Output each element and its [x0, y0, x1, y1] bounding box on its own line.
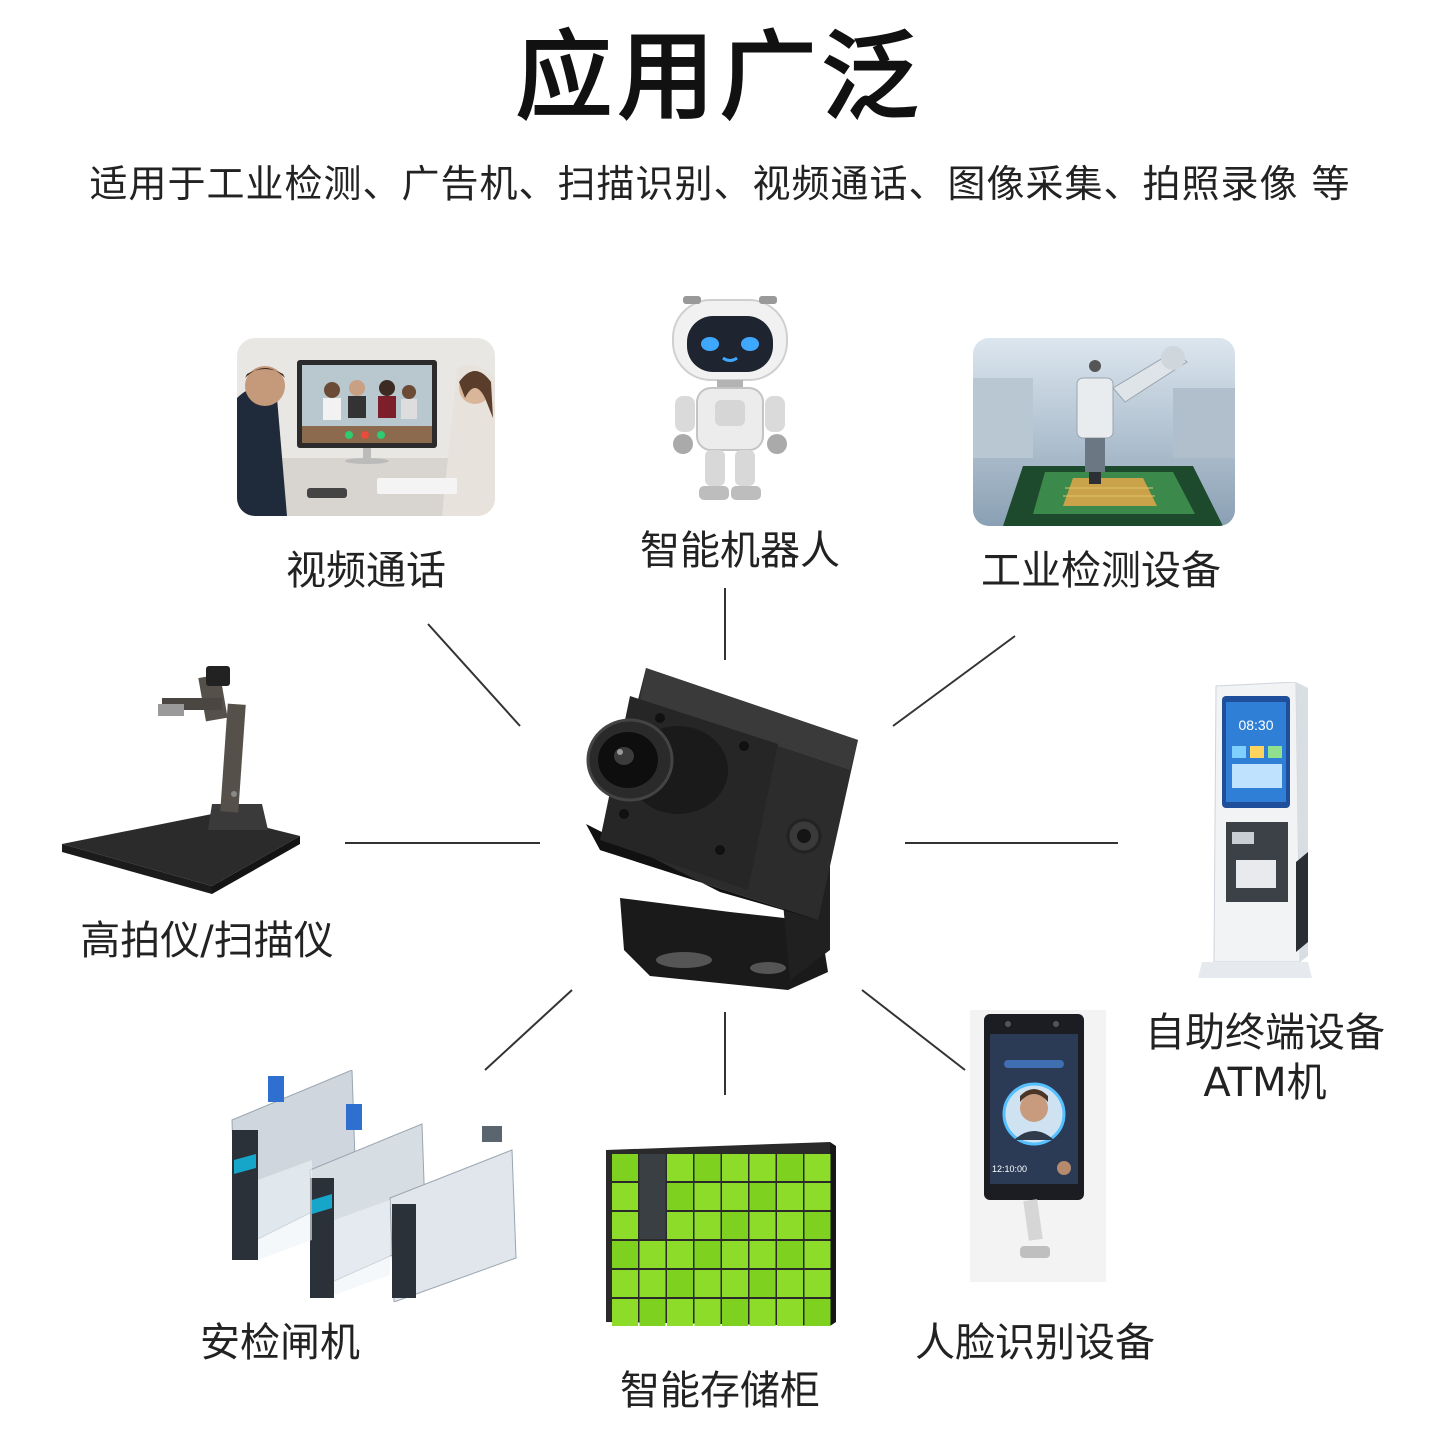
page-title: 应用广泛	[516, 21, 924, 133]
page-subtitle: 适用于工业检测、广告机、扫描识别、视频通话、图像采集、拍照录像 等	[89, 162, 1351, 206]
industrial-image	[973, 338, 1235, 526]
label-video-call: 视频通话	[286, 548, 446, 594]
smart-locker-image	[606, 1142, 836, 1332]
connector-gate	[484, 989, 573, 1071]
robot-image	[663, 292, 797, 504]
camera-module-image	[580, 660, 862, 998]
label-gate: 安检闸机	[200, 1320, 360, 1366]
label-locker: 智能存储柜	[620, 1368, 820, 1414]
label-kiosk: 自助终端设备	[1145, 1010, 1385, 1056]
label-industrial: 工业检测设备	[981, 548, 1221, 594]
face-terminal-image: 12:10:00	[970, 1010, 1106, 1282]
connector-face	[861, 989, 966, 1071]
connector-video-call	[427, 623, 521, 727]
face-screen-time: 12:10:00	[992, 1164, 1027, 1174]
label-face: 人脸识别设备	[915, 1320, 1155, 1366]
connector-industrial	[892, 635, 1016, 727]
security-gate-image	[222, 1070, 522, 1302]
kiosk-screen-time: 08:30	[1238, 717, 1273, 733]
scanner-image	[62, 664, 302, 894]
label-scanner: 高拍仪/扫描仪	[80, 918, 334, 964]
video-call-image	[237, 338, 495, 516]
label-kiosk-atm: ATM机	[1203, 1060, 1327, 1106]
label-robot: 智能机器人	[640, 528, 840, 574]
kiosk-image: 08:30	[1196, 682, 1314, 984]
